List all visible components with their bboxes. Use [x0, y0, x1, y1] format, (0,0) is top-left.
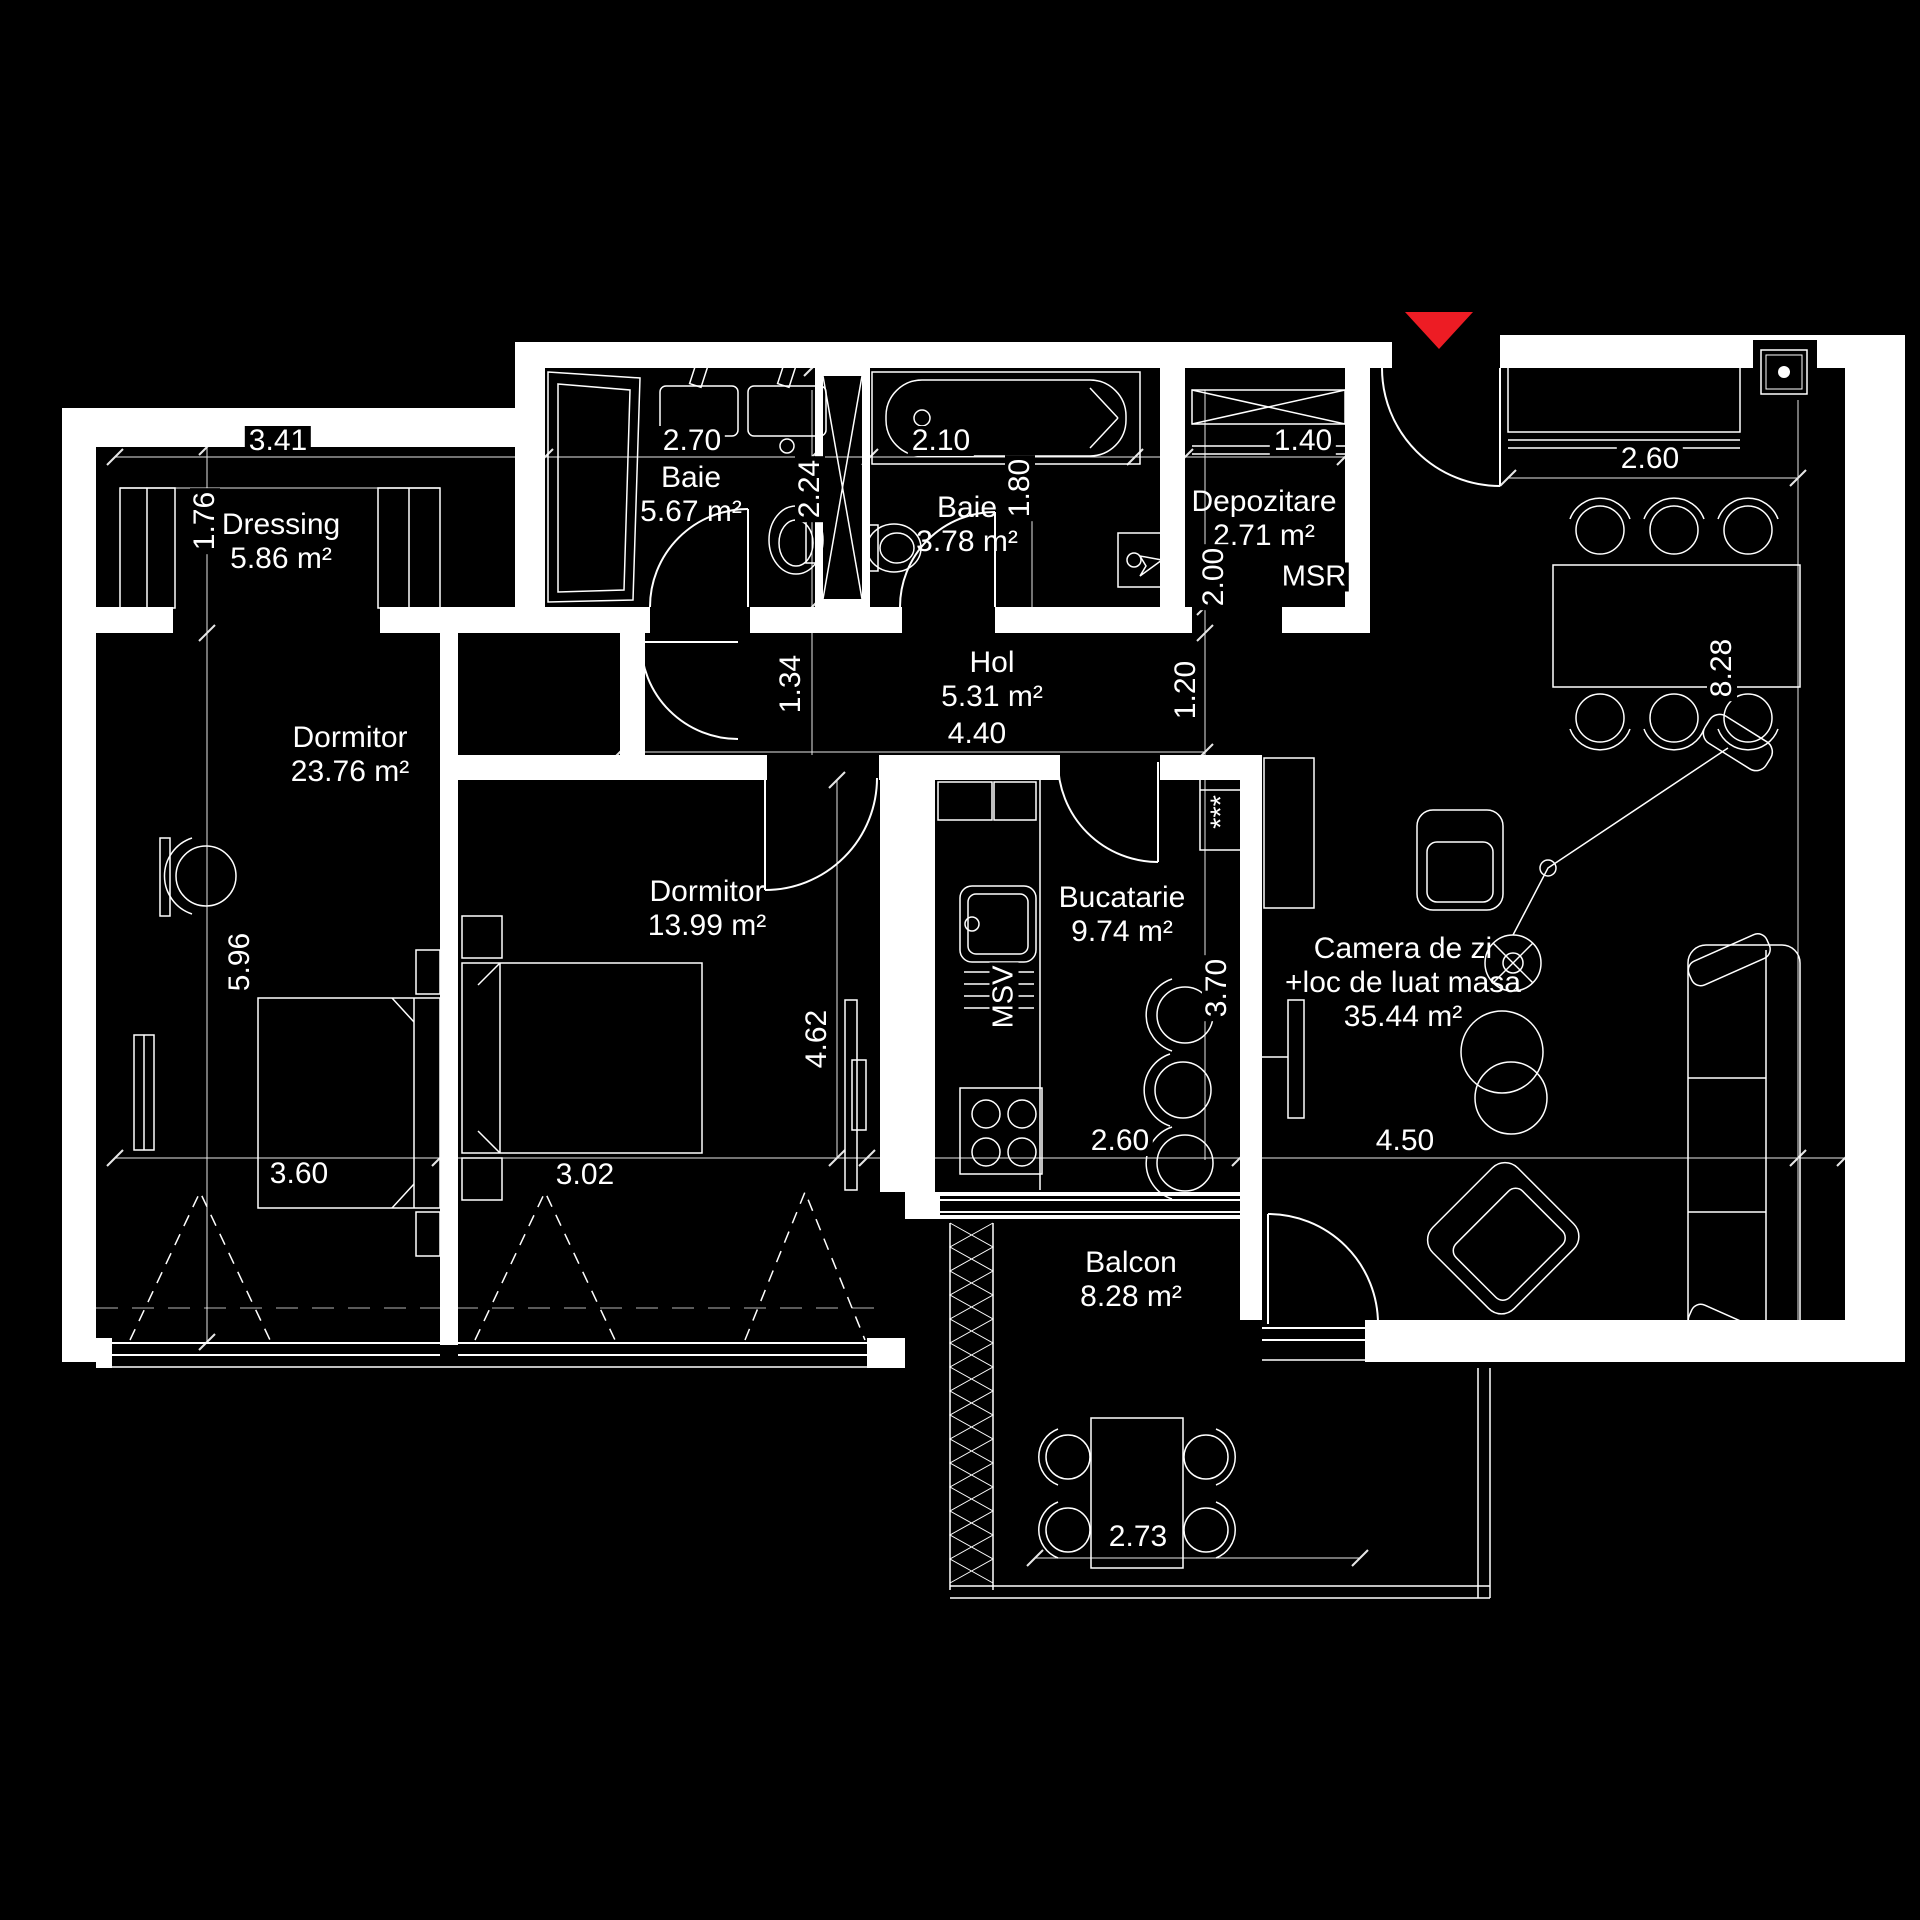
windows — [96, 1190, 1365, 1368]
living-furniture — [1262, 497, 1801, 1357]
entrance-arrow-icon — [1405, 312, 1473, 349]
interior-walls — [96, 368, 1370, 1345]
storage-shelf — [1191, 389, 1346, 455]
bedroom1-furniture — [133, 837, 441, 1257]
dimension-lines — [106, 359, 1854, 1567]
shaft — [815, 368, 870, 607]
dressing-wardrobes — [119, 487, 441, 609]
entry-closet — [1507, 365, 1741, 449]
bathroom2-fixtures — [865, 371, 1169, 588]
balcony — [948, 1222, 1491, 1599]
bedroom2-furniture — [461, 915, 867, 1201]
doors — [640, 367, 1501, 1325]
electrical-panel — [1753, 340, 1817, 402]
bathroom1-fixtures — [547, 359, 827, 603]
kitchen-fixtures — [937, 771, 1259, 1200]
